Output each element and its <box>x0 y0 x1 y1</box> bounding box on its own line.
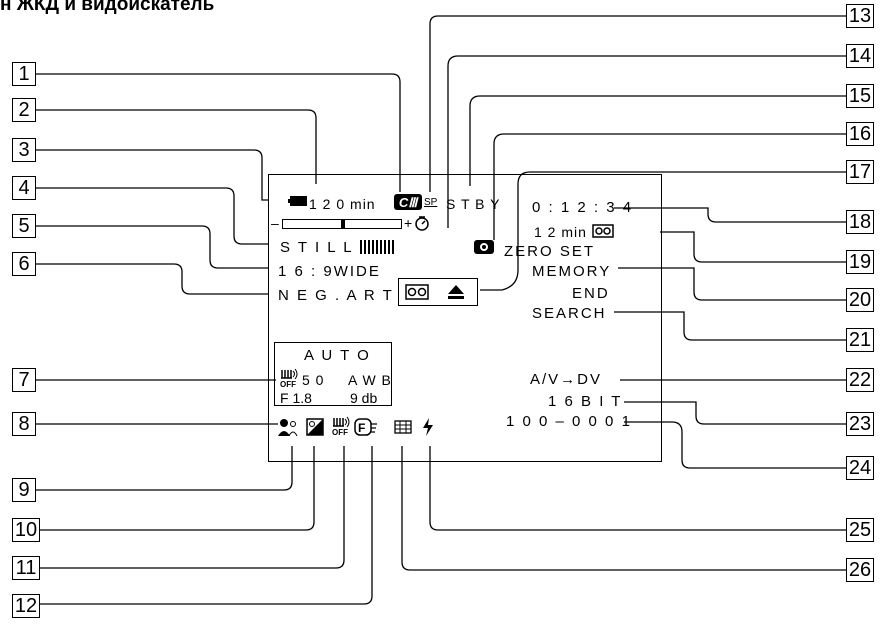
zero-set-memory-label: ZERO SET <box>504 243 596 260</box>
callout-9: 9 <box>12 478 36 502</box>
tape-remaining-cassette-icon <box>592 224 614 240</box>
svg-text:F: F <box>358 421 365 435</box>
callout-2: 2 <box>12 98 36 122</box>
tape-remaining: 1 2 min <box>534 224 587 240</box>
svg-text:OFF: OFF <box>280 380 296 388</box>
callout-10: 10 <box>12 518 40 542</box>
backlight-icon <box>306 418 324 438</box>
steadyshot-off-icon: OFF <box>278 368 298 390</box>
memory-label: MEMORY <box>532 263 612 280</box>
lcd-screen-frame <box>268 174 662 462</box>
callout-12: 12 <box>12 594 40 618</box>
callout-3: 3 <box>12 138 36 162</box>
callout-21: 21 <box>846 328 874 352</box>
battery-icon <box>288 195 308 209</box>
battery-time: 1 2 0 min <box>309 196 376 212</box>
callout-16: 16 <box>846 122 874 146</box>
data-file-number: 1 0 0 – 0 0 0 1 <box>506 413 632 430</box>
wide-mode-label: 1 6 : 9WIDE <box>278 263 381 280</box>
callout-14: 14 <box>846 44 874 68</box>
manual-settings-box <box>274 342 392 406</box>
callout-26: 26 <box>846 558 874 582</box>
cassette-memory-icon: CⅢ <box>394 194 422 212</box>
white-balance: A W B <box>348 372 392 388</box>
callout-6: 6 <box>12 252 36 276</box>
eject-icon <box>448 285 464 299</box>
callout-1: 1 <box>12 62 36 86</box>
callout-5: 5 <box>12 214 36 238</box>
audio-mode: 1 6 B I T <box>548 393 623 410</box>
callout-13: 13 <box>846 4 874 28</box>
tape-counter: 0 : 1 2 : 3 4 <box>532 199 634 216</box>
exposure-plus: + <box>404 215 414 231</box>
steadyshot-off-bottom-icon: OFF <box>330 416 352 438</box>
standby-indicator: S T B Y <box>446 196 501 212</box>
callout-15: 15 <box>846 84 874 108</box>
exposure-bar <box>282 219 402 229</box>
callout-22: 22 <box>846 368 874 392</box>
callout-25: 25 <box>846 518 874 542</box>
warning-indicator-box <box>398 278 478 306</box>
callout-7: 7 <box>12 368 36 392</box>
callout-20: 20 <box>846 288 874 312</box>
portrait-mode-icon <box>278 418 298 438</box>
gain-value: 9 db <box>350 390 378 406</box>
cassette-icon <box>405 284 429 300</box>
av-dv-output: A/V→DV <box>530 371 603 388</box>
auto-mode-label: A U T O <box>304 347 371 364</box>
callout-8: 8 <box>12 412 36 436</box>
callout-18: 18 <box>846 210 874 234</box>
svg-text:OFF: OFF <box>332 428 348 436</box>
still-level-bars <box>360 240 398 256</box>
still-label: S T I L L <box>280 239 354 256</box>
callout-11: 11 <box>12 556 40 580</box>
callout-17: 17 <box>846 160 874 184</box>
memory-mix-icon <box>394 420 412 436</box>
exposure-minus: – <box>271 215 280 231</box>
aperture-value: F 1.8 <box>280 390 312 406</box>
shutter-speed: 5 0 <box>302 372 325 388</box>
callout-23: 23 <box>846 412 874 436</box>
tape-speed: SP <box>424 197 438 208</box>
self-timer-icon <box>414 215 430 233</box>
callout-24: 24 <box>846 456 874 480</box>
svg-text:CⅢ: CⅢ <box>399 195 419 210</box>
callout-19: 19 <box>846 250 874 274</box>
fader-icon: F <box>354 418 378 438</box>
picture-effect-label: N E G . A R T <box>278 287 394 304</box>
callout-4: 4 <box>12 176 36 200</box>
flash-icon <box>422 418 434 438</box>
search-label: SEARCH <box>532 305 607 322</box>
exposure-marker <box>341 220 345 228</box>
end-search-icon <box>474 240 494 256</box>
end-label: END <box>572 285 610 302</box>
page-title: н ЖКД и видоискатель <box>0 0 215 15</box>
